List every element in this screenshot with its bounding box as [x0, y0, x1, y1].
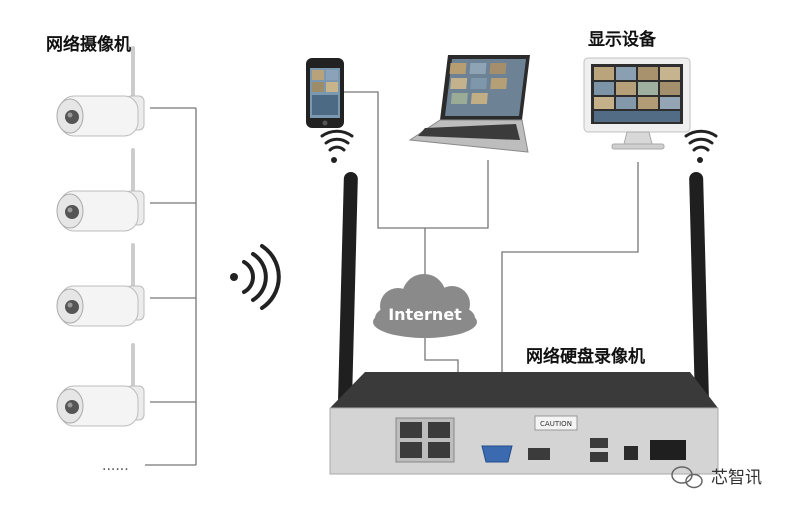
display-label: 显示设备: [588, 30, 656, 50]
wechat-icon: [671, 466, 703, 489]
phone-wifi-icon: [320, 129, 354, 163]
camera-2: [56, 148, 145, 232]
cameras-label: 网络摄像机: [46, 35, 131, 55]
internet-cloud-icon: [373, 274, 477, 338]
nvr-label: 网络硬盘录像机: [526, 347, 645, 367]
monitor-icon: [583, 57, 691, 150]
wifi-signal-icon: [230, 244, 281, 310]
smartphone-icon: [306, 58, 344, 128]
laptop-icon: [408, 55, 530, 153]
watermark: 芯智讯: [711, 463, 762, 488]
monitor-wifi-icon: [684, 129, 718, 163]
camera-1: [56, 46, 145, 137]
internet-label: Internet: [388, 305, 462, 324]
camera-4: [56, 343, 145, 427]
nvr-device: CAUTION: [329, 171, 719, 475]
camera-3: [56, 243, 145, 327]
watermark-text: 芯智讯: [711, 468, 762, 488]
more-cameras-dots: ......: [102, 458, 129, 474]
nvr-caution-sticker: CAUTION: [540, 420, 572, 428]
